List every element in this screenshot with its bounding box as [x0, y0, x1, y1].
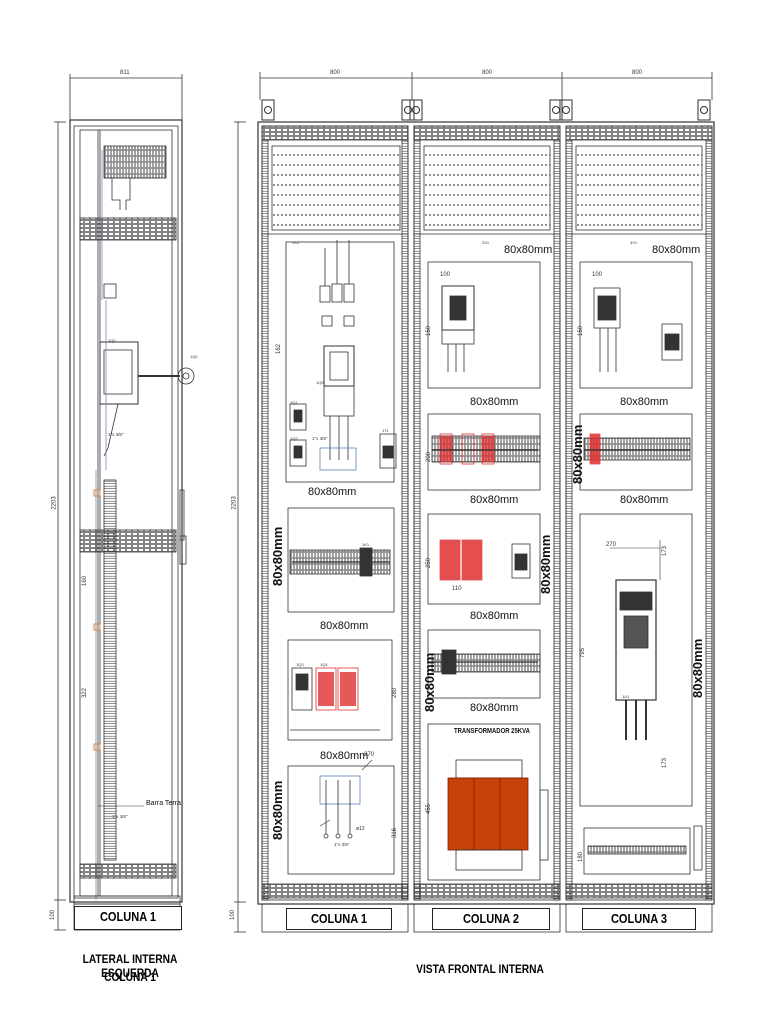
m80-c2-3: 80x80mm [470, 610, 519, 622]
tag-1q2: 1Q2 [290, 436, 298, 441]
tag-1q3: 1Q3 [296, 662, 304, 667]
tag-1q0-handle: 1Q0 [190, 354, 198, 359]
side-column-box: COLUNA 1 [74, 906, 182, 930]
c2-d6: 110 [452, 586, 462, 592]
tag-1x1: 1X1 [292, 240, 300, 245]
front-base-dim: 100 [230, 909, 237, 921]
m80-v-c2-1: 80x80mm [422, 652, 437, 712]
m80-c2-top: 80x80mm [504, 244, 553, 256]
side-height-dim: 2203 [51, 496, 58, 510]
transformer-label: TRANSFORMADOR 25KVA [454, 728, 530, 735]
side-d1: 160 [82, 575, 89, 587]
cable-label-c1: 1"x 3/8" [312, 436, 328, 441]
side-caption-line1: LATERAL INTERNA ESQUERDA [82, 952, 178, 980]
tag-1t1: 1T1 [382, 428, 389, 433]
c1-d3: 316 [392, 827, 399, 839]
tag-1k1: 1K1 [362, 542, 370, 547]
m80-c1-1: 80x80mm [308, 486, 357, 498]
side-view [54, 74, 195, 931]
tag-1q0: 1Q0 [316, 380, 324, 385]
c3-d6: 173 [662, 757, 669, 769]
c3-d2: 150 [578, 325, 585, 337]
cable-label-side: 1"x 3/8" [108, 432, 124, 437]
front-column-3-label: COLUNA 3 [610, 911, 668, 926]
col2-width-dim: 800 [482, 70, 493, 76]
c3-d7: 180 [578, 851, 585, 863]
front-caption: VISTA FRONTAL INTERNA [416, 962, 544, 976]
m80-v-c2-2: 80x80mm [538, 534, 553, 594]
c2-d2: 200 [426, 451, 433, 463]
tag-3x1: 3X1 [630, 240, 638, 245]
front-column-1-label: COLUNA 1 [310, 911, 368, 926]
leaders [98, 540, 661, 827]
side-column-label: COLUNA 1 [99, 909, 157, 924]
tag-1q1: 1Q1 [290, 400, 298, 405]
side-base-dim: 100 [50, 909, 57, 921]
m80-c2-1: 80x80mm [470, 396, 519, 408]
m80-c2-4: 80x80mm [470, 702, 519, 714]
c1-d4: 270 [364, 752, 375, 758]
c1-d: 162 [276, 343, 283, 355]
side-caption-line2: COLUNA 1 [104, 970, 156, 984]
c3-d3: 270 [606, 542, 617, 548]
side-d2: 322 [82, 687, 89, 699]
m80-c3-top: 80x80mm [652, 244, 701, 256]
c3-d1: 100 [592, 272, 603, 278]
front-column-2-label: COLUNA 2 [462, 911, 520, 926]
m80-v-c3-1: 80x80mm [570, 424, 585, 484]
c2-d5: 100 [440, 272, 451, 278]
tag-1u1: 1U1 [622, 694, 630, 699]
col3-width-dim: 800 [632, 70, 643, 76]
c3-d5: 795 [580, 647, 587, 659]
cable-label-side-2: 1"x 3/8" [112, 814, 128, 819]
front-column-2-box: COLUNA 2 [432, 908, 550, 930]
tag-1q4: 1Q4 [320, 662, 328, 667]
m80-c1-3: 80x80mm [320, 750, 369, 762]
m80-v-c1-1: 80x80mm [270, 526, 285, 586]
m80-c1-2: 80x80mm [320, 620, 369, 632]
c3-d4: 173 [662, 545, 669, 557]
c1-d2: 280 [392, 687, 399, 699]
c2-d4: 455 [426, 803, 433, 815]
m80-c2-2: 80x80mm [470, 494, 519, 506]
side-width-dim: 811 [120, 70, 130, 76]
front-view [234, 72, 715, 933]
c2-d1: 150 [426, 325, 433, 337]
c2-d3: 250 [426, 557, 433, 569]
tag-1q0-side: 1Q0 [108, 338, 116, 343]
m80-c3-2: 80x80mm [620, 494, 669, 506]
front-column-1-box: COLUNA 1 [286, 908, 392, 930]
col1-width-dim: 800 [330, 70, 341, 76]
cable-label-c1-2: 1"x 3/8" [334, 842, 350, 847]
m80-c3-1: 80x80mm [620, 396, 669, 408]
front-height-dim: 2203 [231, 496, 238, 510]
front-column-3-box: COLUNA 3 [582, 908, 696, 930]
m80-v-c3-2: 80x80mm [690, 638, 705, 698]
phi-label: ø12 [356, 826, 365, 832]
barra-terra-label: Barra Terra [146, 800, 181, 807]
m80-v-c1-2: 80x80mm [270, 780, 285, 840]
tag-2x1: 2X1 [482, 240, 490, 245]
